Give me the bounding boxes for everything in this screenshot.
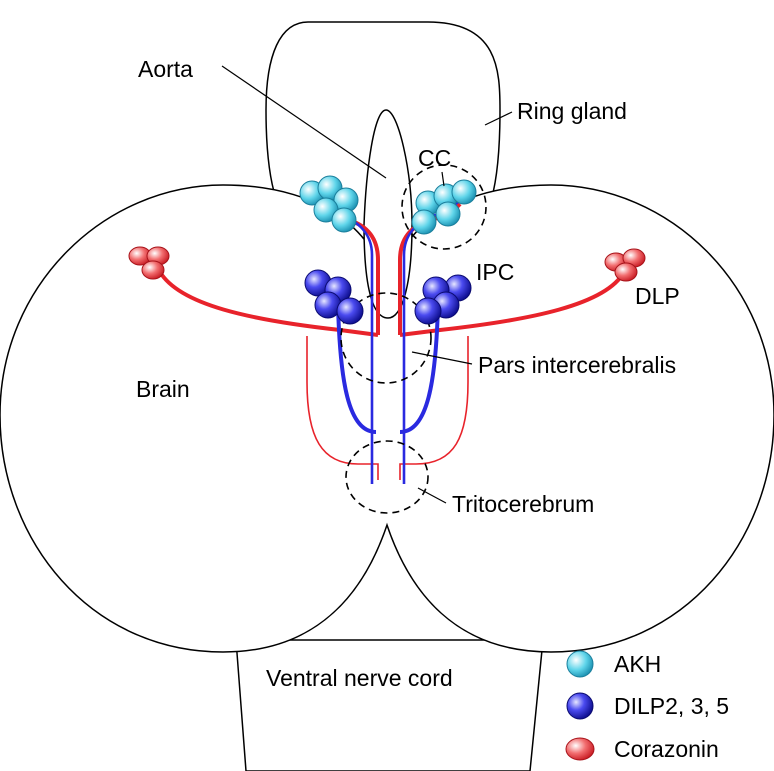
dlp-cells-left <box>128 246 170 280</box>
dlp-label: DLP <box>635 283 680 309</box>
legend-akh-label: AKH <box>614 651 661 677</box>
pars-intercerebralis-leader <box>411 351 473 365</box>
legend-item-akh: AKH <box>566 650 661 678</box>
dilp-loop-left <box>336 304 377 434</box>
tritocerebrum-leader <box>417 487 447 504</box>
corazonin-dlp-projection-right <box>399 270 626 337</box>
brain-label: Brain <box>136 376 190 402</box>
legend: AKH DILP2, 3, 5 Corazonin <box>565 650 729 762</box>
cc-region <box>401 164 487 250</box>
legend-akh-swatch <box>566 650 594 678</box>
corazonin-dlp-projection-left <box>158 270 379 337</box>
ipc-cells-right <box>414 274 472 325</box>
ring-gland-leader <box>484 111 513 126</box>
legend-dilp-swatch <box>566 692 594 720</box>
ipc-label: IPC <box>476 259 514 285</box>
pars-intercerebralis-region <box>340 292 432 384</box>
dilp-loop-right <box>399 304 440 434</box>
akh-cells-right <box>411 179 477 235</box>
legend-dilp-label: DILP2, 3, 5 <box>614 693 729 719</box>
legend-corazonin-swatch <box>565 737 595 761</box>
ipc-cells-left <box>304 269 364 325</box>
ventral-nerve-cord-outline <box>235 639 544 771</box>
tritocerebrum-region <box>345 440 429 514</box>
legend-item-dilp: DILP2, 3, 5 <box>566 692 729 720</box>
legend-corazonin-label: Corazonin <box>614 736 719 762</box>
akh-cells-left <box>299 175 359 233</box>
legend-item-corazonin: Corazonin <box>565 736 719 762</box>
ring-gland-label: Ring gland <box>517 98 627 124</box>
dlp-cells-right <box>604 248 646 282</box>
pars-intercerebralis-label: Pars intercerebralis <box>478 352 676 378</box>
ventral-nerve-cord-label: Ventral nerve cord <box>266 665 453 691</box>
aorta-leader <box>221 65 387 179</box>
cc-leader <box>441 171 445 187</box>
aorta-label: Aorta <box>138 56 193 82</box>
corazonin-thin-projection-right <box>399 336 469 480</box>
tritocerebrum-label: Tritocerebrum <box>452 491 594 517</box>
cc-label: CC <box>418 145 451 171</box>
corazonin-thin-projection <box>306 336 379 480</box>
